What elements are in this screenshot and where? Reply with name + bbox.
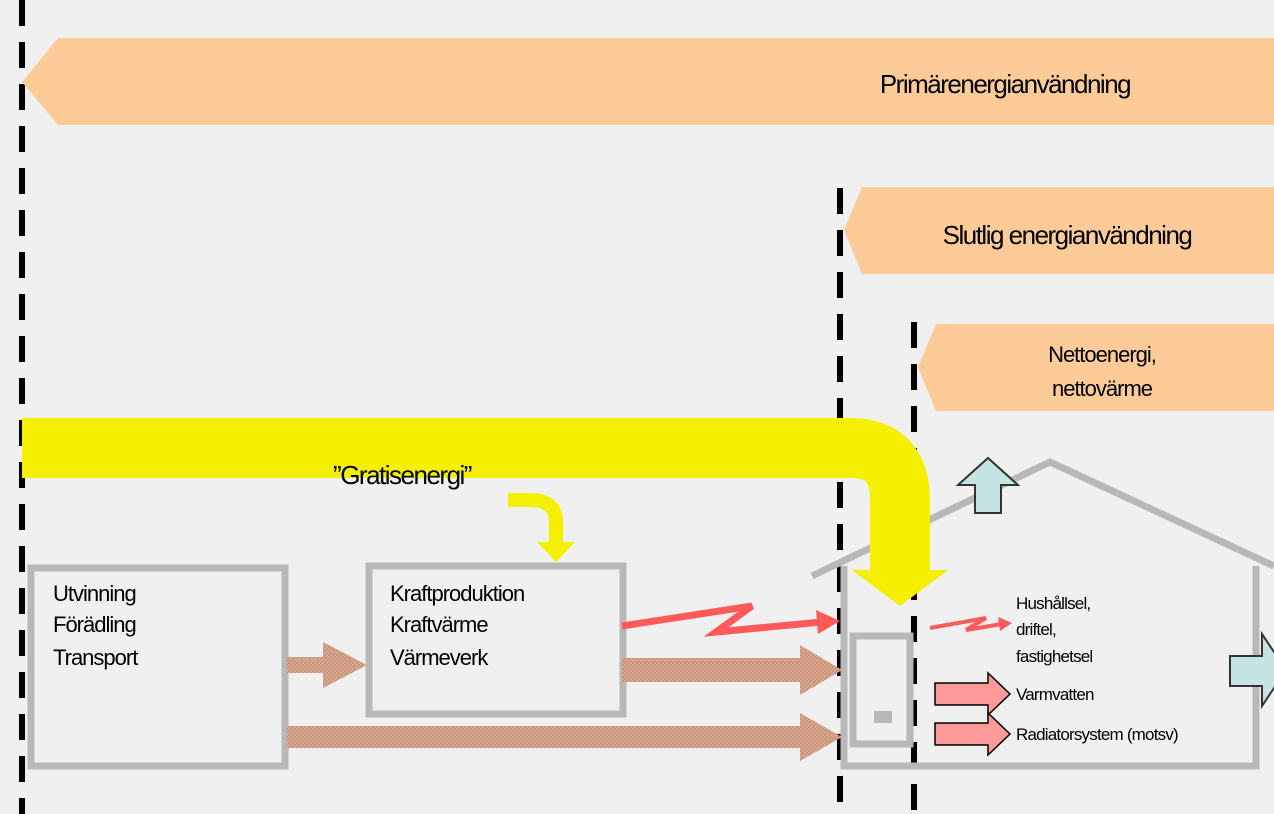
flow-arrow-extraction-to-plant	[287, 642, 367, 688]
transmission-loss-arrow	[1229, 630, 1274, 710]
banner-net-label-line1: Nettoenergi,	[1048, 342, 1156, 367]
radiator-arrow	[934, 711, 1012, 757]
electricity-arrowhead-house	[998, 617, 1012, 631]
flow-arrow-extraction-to-building	[287, 713, 842, 761]
electricity-arrow-house	[929, 616, 1003, 632]
box-extraction-line1: Utvinning	[53, 581, 136, 606]
box-plant-line3: Värmeverk	[390, 645, 489, 670]
hot-water-arrow	[934, 671, 1012, 717]
meter-box	[849, 632, 914, 748]
house-radiator-label: Radiatorsystem (motsv)	[1016, 725, 1178, 744]
free-energy-label: ”Gratisenergi”	[333, 460, 472, 490]
ventilation-loss-arrow	[955, 456, 1021, 514]
banner-final	[844, 187, 1274, 274]
free-energy-band	[22, 418, 930, 572]
free-energy-arrowhead-plant	[537, 542, 575, 562]
house-elec-line3: fastighetsel	[1016, 647, 1092, 666]
box-plant-line1: Kraftproduktion	[390, 581, 524, 606]
banner-net	[918, 324, 1274, 411]
banner-net-label-line2: nettovärme	[1052, 376, 1153, 401]
box-extraction-line3: Transport	[53, 645, 138, 670]
box-extraction-line2: Förädling	[53, 612, 136, 637]
free-energy-arrowhead-house	[852, 570, 948, 606]
banner-primary-label: Primärenergianvändning	[880, 69, 1130, 99]
banner-final-label: Slutlig energianvändning	[943, 220, 1192, 250]
house-elec-line1: Hushållsel,	[1016, 594, 1090, 613]
box-extraction	[27, 564, 289, 770]
banner-primary	[22, 38, 1274, 125]
flow-arrow-plant-to-building	[622, 645, 842, 695]
free-energy-branch	[508, 493, 563, 544]
electricity-arrowhead-grid	[816, 610, 840, 634]
electricity-arrow-grid	[621, 602, 823, 637]
meter-box-indicator	[874, 711, 892, 723]
house-hot-water-label: Varmvatten	[1016, 685, 1094, 704]
house-elec-line2: driftel,	[1016, 620, 1056, 639]
box-power-production	[365, 562, 627, 718]
box-plant-line2: Kraftvärme	[390, 612, 488, 637]
